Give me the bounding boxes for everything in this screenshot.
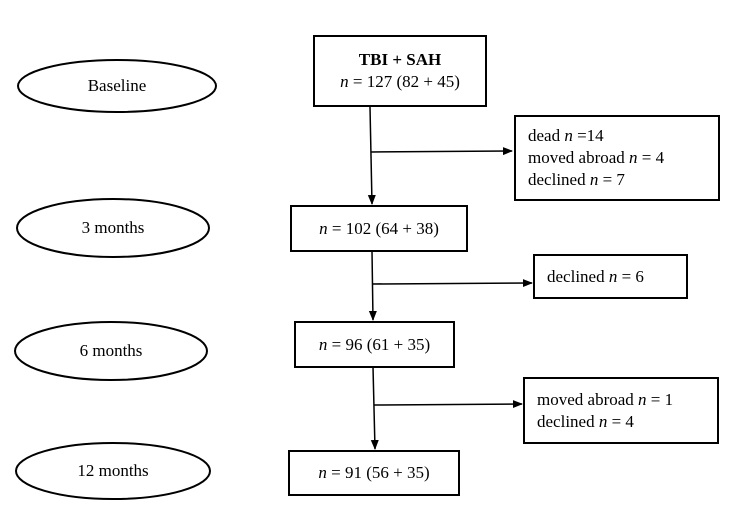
cohort-box-12-months: n = 91 (56 + 35) bbox=[288, 450, 460, 496]
cohort-box-3-months: n = 102 (64 + 38) bbox=[290, 205, 468, 252]
stage-label-12-months: 12 months bbox=[77, 461, 149, 480]
stage-oval-12-months bbox=[15, 442, 211, 500]
stage-oval-3-months bbox=[16, 198, 210, 258]
cohort-count: n = 96 (61 + 35) bbox=[318, 334, 431, 354]
exclusion-item: declined n = 6 bbox=[547, 266, 644, 286]
exclusion-item: dead n =14 bbox=[528, 126, 604, 145]
exclusion-box-3: moved abroad n = 1 declined n = 4 bbox=[523, 377, 719, 444]
stage-oval-baseline bbox=[17, 59, 217, 113]
cohort-title: TBI + SAH bbox=[358, 50, 442, 69]
exclusion-item: declined n = 4 bbox=[537, 411, 634, 431]
cohort-count: n = 102 (64 + 38) bbox=[319, 218, 439, 238]
cohort-box-6-months: n = 96 (61 + 35) bbox=[294, 321, 455, 368]
exclusion-arrow-3 bbox=[373, 400, 523, 409]
exclusion-item: moved abroad n = 1 bbox=[537, 389, 674, 409]
flow-arrow-baseline-to-3m bbox=[367, 106, 376, 205]
cohort-count: n = 127 (82 + 45) bbox=[340, 72, 460, 91]
stage-label-baseline: Baseline bbox=[87, 76, 147, 95]
flow-arrow-6m-to-12m bbox=[370, 366, 379, 450]
stage-label-3-months: 3 months bbox=[81, 218, 145, 237]
exclusion-item: declined n = 7 bbox=[528, 170, 625, 189]
exclusion-box-2: declined n = 6 bbox=[533, 254, 688, 299]
exclusion-item: moved abroad n = 4 bbox=[528, 148, 665, 167]
cohort-box-baseline: TBI + SAH n = 127 (82 + 45) bbox=[313, 35, 487, 107]
flow-arrow-3m-to-6m bbox=[368, 250, 377, 321]
stage-label-6-months: 6 months bbox=[79, 341, 143, 360]
exclusion-arrow-1 bbox=[370, 147, 513, 156]
cohort-count: n = 91 (56 + 35) bbox=[318, 463, 430, 482]
stage-oval-6-months bbox=[14, 321, 208, 381]
exclusion-box-1: dead n =14 moved abroad n = 4 declined n… bbox=[514, 115, 720, 201]
exclusion-arrow-2 bbox=[371, 279, 533, 288]
